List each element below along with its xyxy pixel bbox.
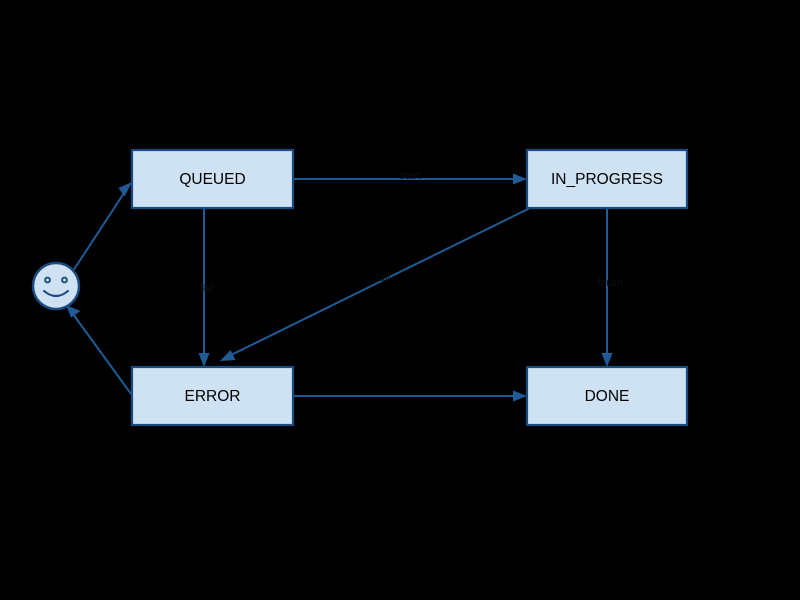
edge-queued-to-error-label: fail — [200, 282, 214, 294]
smiley-mouth-icon — [42, 289, 70, 298]
node-in-progress[interactable]: IN_PROGRESS — [525, 148, 689, 210]
edge-error-to-start-line — [72, 313, 135, 399]
edge-in-progress-to-done-arrowhead — [601, 353, 613, 367]
edge-error-to-done-arrowhead — [513, 390, 527, 402]
edge-queued-to-in-progress-arrowhead — [513, 173, 527, 185]
edge-in-progress-to-error-arrowhead — [220, 350, 236, 361]
node-done[interactable]: DONE — [525, 365, 689, 427]
smiley-left-eye-icon — [44, 276, 51, 284]
node-done-box — [525, 365, 689, 427]
edge-in-progress-to-done[interactable]: finish — [597, 208, 623, 367]
start-node-circle — [31, 261, 81, 311]
edge-error-to-done[interactable] — [293, 390, 527, 402]
edge-error-to-start-arrowhead — [66, 305, 81, 318]
edge-start-to-queued[interactable] — [72, 182, 132, 272]
edge-in-progress-to-error[interactable]: fail — [220, 207, 531, 361]
edge-queued-to-error[interactable]: fail — [198, 208, 215, 367]
node-error-box — [130, 365, 295, 427]
edge-error-to-start[interactable] — [66, 305, 135, 399]
node-queued-box — [130, 148, 295, 210]
start-node[interactable] — [31, 261, 81, 311]
edge-queued-to-in-progress[interactable]: start — [293, 170, 527, 185]
edge-queued-to-error-arrowhead — [198, 353, 210, 367]
node-error[interactable]: ERROR — [130, 365, 295, 427]
edge-start-to-queued-line — [72, 189, 127, 272]
edge-in-progress-to-error-line — [228, 207, 531, 357]
node-in-progress-box — [525, 148, 689, 210]
edge-in-progress-to-done-label: finish — [597, 277, 623, 289]
node-queued[interactable]: QUEUED — [130, 148, 295, 210]
edge-queued-to-in-progress-label: start — [399, 170, 420, 182]
edge-start-to-queued-arrowhead — [118, 182, 132, 197]
smiley-right-eye-icon — [61, 276, 68, 284]
